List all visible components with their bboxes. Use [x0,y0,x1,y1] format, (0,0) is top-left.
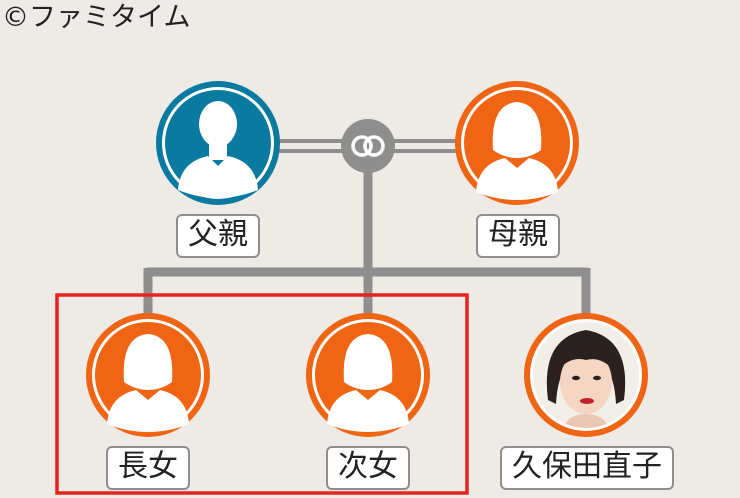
label-eldest-daughter: 長女 [106,446,190,490]
label-subject: 久保田直子 [500,446,674,490]
label-second-daughter: 次女 [326,446,410,490]
subject-photo-avatar [524,313,648,437]
female-silhouette-icon [327,334,409,432]
female-silhouette-icon [107,334,189,432]
copyright-text: ©ファミタイム [2,2,191,33]
rings-icon [341,119,395,173]
male-silhouette-icon [178,101,258,198]
label-father: 父親 [176,214,260,258]
father-avatar [156,81,280,205]
second-daughter-avatar [306,313,430,437]
female-silhouette-icon [476,102,558,200]
highlight-box-daughters [55,293,469,495]
eldest-daughter-avatar [86,313,210,437]
label-mother: 母親 [476,214,560,258]
mother-avatar [455,81,579,205]
